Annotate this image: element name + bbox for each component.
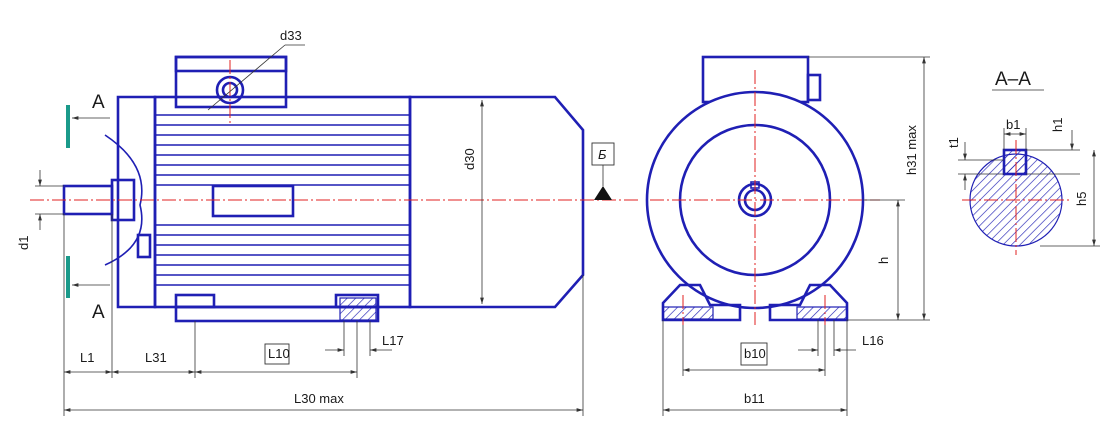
h1-label: h1 (1050, 118, 1065, 132)
d33-label: d33 (280, 28, 302, 43)
datum-label: Б (598, 147, 607, 162)
L31-label: L31 (145, 350, 167, 365)
b11-label: b11 (744, 391, 765, 406)
foot-section-hatch (339, 297, 377, 321)
front-terminal-boss (806, 73, 822, 102)
h-label: h (876, 257, 891, 264)
bearing-cap (104, 134, 143, 266)
t1-label: t1 (946, 137, 961, 148)
front-foot-left (661, 283, 742, 322)
front-view: h h31 max b10 b11 L16 (645, 55, 930, 416)
L17-label: L17 (382, 333, 404, 348)
b1-label: b1 (1006, 117, 1020, 132)
front-shield (116, 95, 157, 309)
foot-base (174, 305, 380, 323)
d1-label: d1 (16, 236, 31, 250)
h31-label: h31 max (904, 125, 919, 175)
d30-label: d30 (462, 148, 477, 170)
nameplate (211, 184, 295, 218)
L30-label: L30 max (294, 391, 344, 406)
front-boss (136, 233, 152, 259)
L16-label: L16 (862, 333, 884, 348)
section-mark-bottom: А (92, 302, 105, 323)
side-view: А А d33 d30 Б d1 L1 L31 L10 (16, 28, 640, 416)
d33-leader (207, 44, 286, 111)
L10-label: L10 (268, 346, 290, 361)
h5-label: h5 (1074, 192, 1089, 206)
datum-triangle (594, 186, 612, 200)
foot-front (174, 293, 216, 309)
L10-box (264, 343, 290, 365)
front-foot-left-hatch (662, 306, 714, 320)
section-title: А–А (995, 69, 1031, 90)
front-foot-right (768, 283, 849, 322)
key-section (1002, 148, 1028, 176)
L1-label: L1 (80, 350, 94, 365)
b10-box (740, 342, 768, 366)
b10-label: b10 (744, 346, 766, 361)
section-aa: А–А b1 h1 t1 h5 (946, 69, 1100, 255)
section-mark-top: А (92, 92, 105, 113)
front-foot-right-hatch (796, 306, 848, 320)
terminal-box-lid (174, 55, 288, 73)
fan-cover (408, 95, 585, 309)
